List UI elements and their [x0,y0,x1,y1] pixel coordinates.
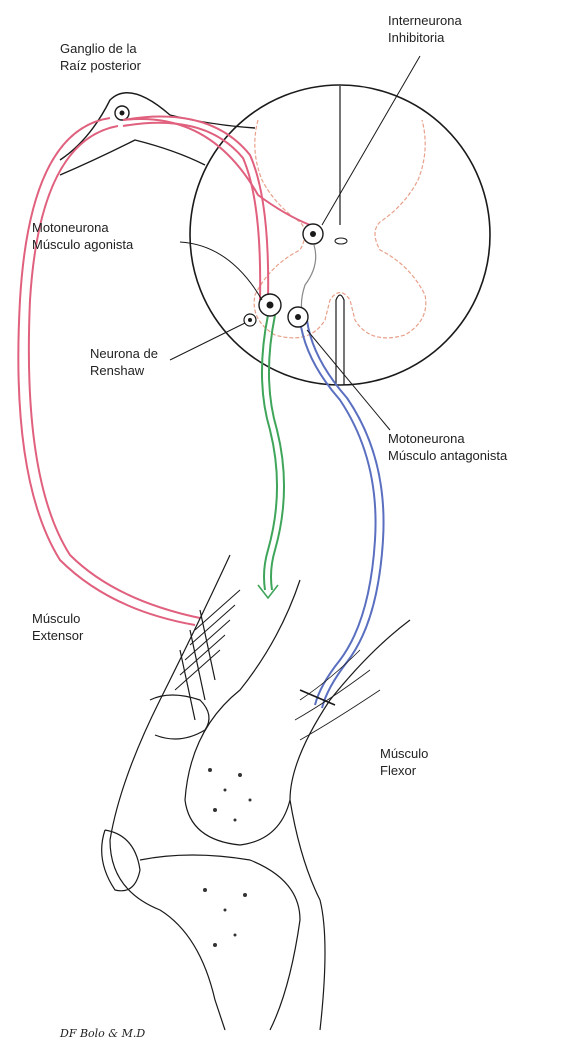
artist-signature: DF Bolo & M.D [60,1025,145,1042]
interneuron-axon [301,245,315,312]
spinal-cord-section [190,85,490,385]
label-motoneurona-antagonista: Motoneurona Músculo antagonista [388,430,507,464]
label-motoneurona-agonista: Motoneurona Músculo agonista [32,219,133,253]
label-renshaw: Neurona de Renshaw [90,345,158,379]
knee-joint [102,555,410,1030]
motoneuron-antagonist-cell [288,307,308,327]
label-interneurona: Interneurona Inhibitoria [388,12,462,46]
label-musculo-extensor: Músculo Extensor [32,610,83,644]
interneuron-cell [303,224,323,244]
renshaw-cell [244,314,256,326]
label-musculo-flexor: Músculo Flexor [380,745,428,779]
label-ganglio: Ganglio de la Raíz posterior [60,40,141,74]
motoneuron-agonist-cell [259,294,281,316]
central-canal [335,238,347,244]
motor-fiber-antagonist [300,320,384,708]
bone-texture [203,768,252,947]
anterior-median-fissure [336,295,344,385]
leader-lines [170,56,420,430]
sensory-afferent-fiber [18,117,310,625]
motor-fiber-agonist [258,315,284,598]
